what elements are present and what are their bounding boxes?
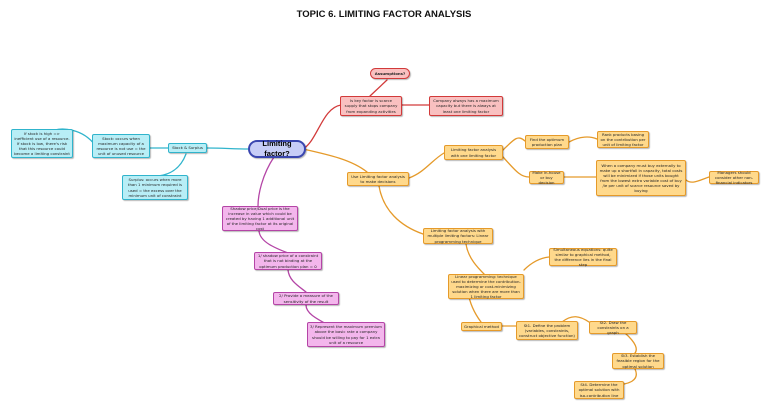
link-use-multiple: [378, 185, 424, 235]
graphical-method-node[interactable]: Graphical method: [461, 322, 502, 331]
link-p1-p2: [287, 269, 307, 293]
link-when-buy-non-financial: [685, 176, 710, 183]
link-central-stock: [206, 147, 250, 150]
link-shadow-p1: [258, 230, 289, 254]
link-key-factor-assumptions: [369, 79, 388, 97]
shadow-point-3-node[interactable]: 3/ Represent the maximum premium above t…: [307, 322, 385, 347]
link-central-shadow: [257, 156, 275, 207]
non-financial-node[interactable]: Managers should consider other non-finan…: [709, 170, 759, 185]
link-step2-step3: [624, 332, 637, 356]
link-central-key-factor: [302, 104, 342, 150]
use-lfa-node[interactable]: Use Limiting factor analysis to make dec…: [347, 172, 409, 186]
stock-surplus-node[interactable]: Stock & Surplus: [168, 143, 207, 153]
key-factor-node[interactable]: Is key factor is scarce supply that stop…: [340, 96, 402, 116]
max-capacity-node[interactable]: Company always has a maximum capacity bu…: [429, 96, 503, 116]
stock-definition-node[interactable]: Stock: occurs when maximum capacity of a…: [92, 134, 150, 158]
make-or-buy-node[interactable]: Make in-house or buy decision: [529, 170, 564, 185]
shadow-point-1-node[interactable]: 1/ shadow price of a constraint that is …: [254, 252, 322, 270]
link-step1-step2: [561, 316, 590, 323]
step-1-node[interactable]: St1. Define the problem (variables, cons…: [516, 321, 578, 340]
page-title: TOPIC 6. LIMITING FACTOR ANALYSIS: [296, 9, 472, 20]
stock-risk-node[interactable]: If stock is high => inefficient use of a…: [11, 129, 73, 158]
when-buy-node[interactable]: When a company must buy externally to ma…: [596, 160, 686, 196]
central-node[interactable]: Limiting factor?: [248, 139, 306, 158]
shadow-point-2-node[interactable]: 2/ Provide a measure of the sensitivity …: [273, 292, 339, 305]
surplus-definition-node[interactable]: Surplus: occurs when more than 1 minimum…: [122, 175, 188, 200]
rank-products-node[interactable]: Rank products basing on the contribution…: [597, 131, 649, 148]
assumptions-node[interactable]: Assumptions?: [370, 68, 410, 79]
find-optimum-node[interactable]: Find the optimum production plan: [525, 135, 569, 149]
linear-programming-node[interactable]: Linear programming: technique used to de…: [448, 274, 524, 299]
shadow-price-node[interactable]: Shadow price/Dual price is the increase …: [222, 206, 298, 231]
link-one-factor-make-buy: [502, 156, 530, 178]
step-3-node[interactable]: St3. Establish the feasible region for t…: [612, 353, 664, 369]
link-one-factor-optimum: [502, 137, 526, 151]
link-central-use: [302, 148, 368, 173]
multiple-factors-node[interactable]: Limiting factor analysis with multiple l…: [423, 228, 493, 244]
link-optimum-rank: [568, 136, 598, 143]
link-multiple-lp: [465, 243, 486, 276]
step-4-node[interactable]: St4. Determine the optimal solution with…: [574, 381, 624, 399]
one-factor-node[interactable]: Limiting factor analysis with one limiti…: [444, 145, 503, 160]
link-stock-surplus: [157, 153, 187, 177]
step-2-node[interactable]: St2. Draw the constraints on a graph: [589, 320, 637, 335]
simultaneous-equations-node[interactable]: Simultaneous equations: quite similar to…: [549, 247, 617, 267]
link-use-one-factor: [408, 152, 445, 179]
link-lp-simultaneous: [523, 256, 550, 271]
